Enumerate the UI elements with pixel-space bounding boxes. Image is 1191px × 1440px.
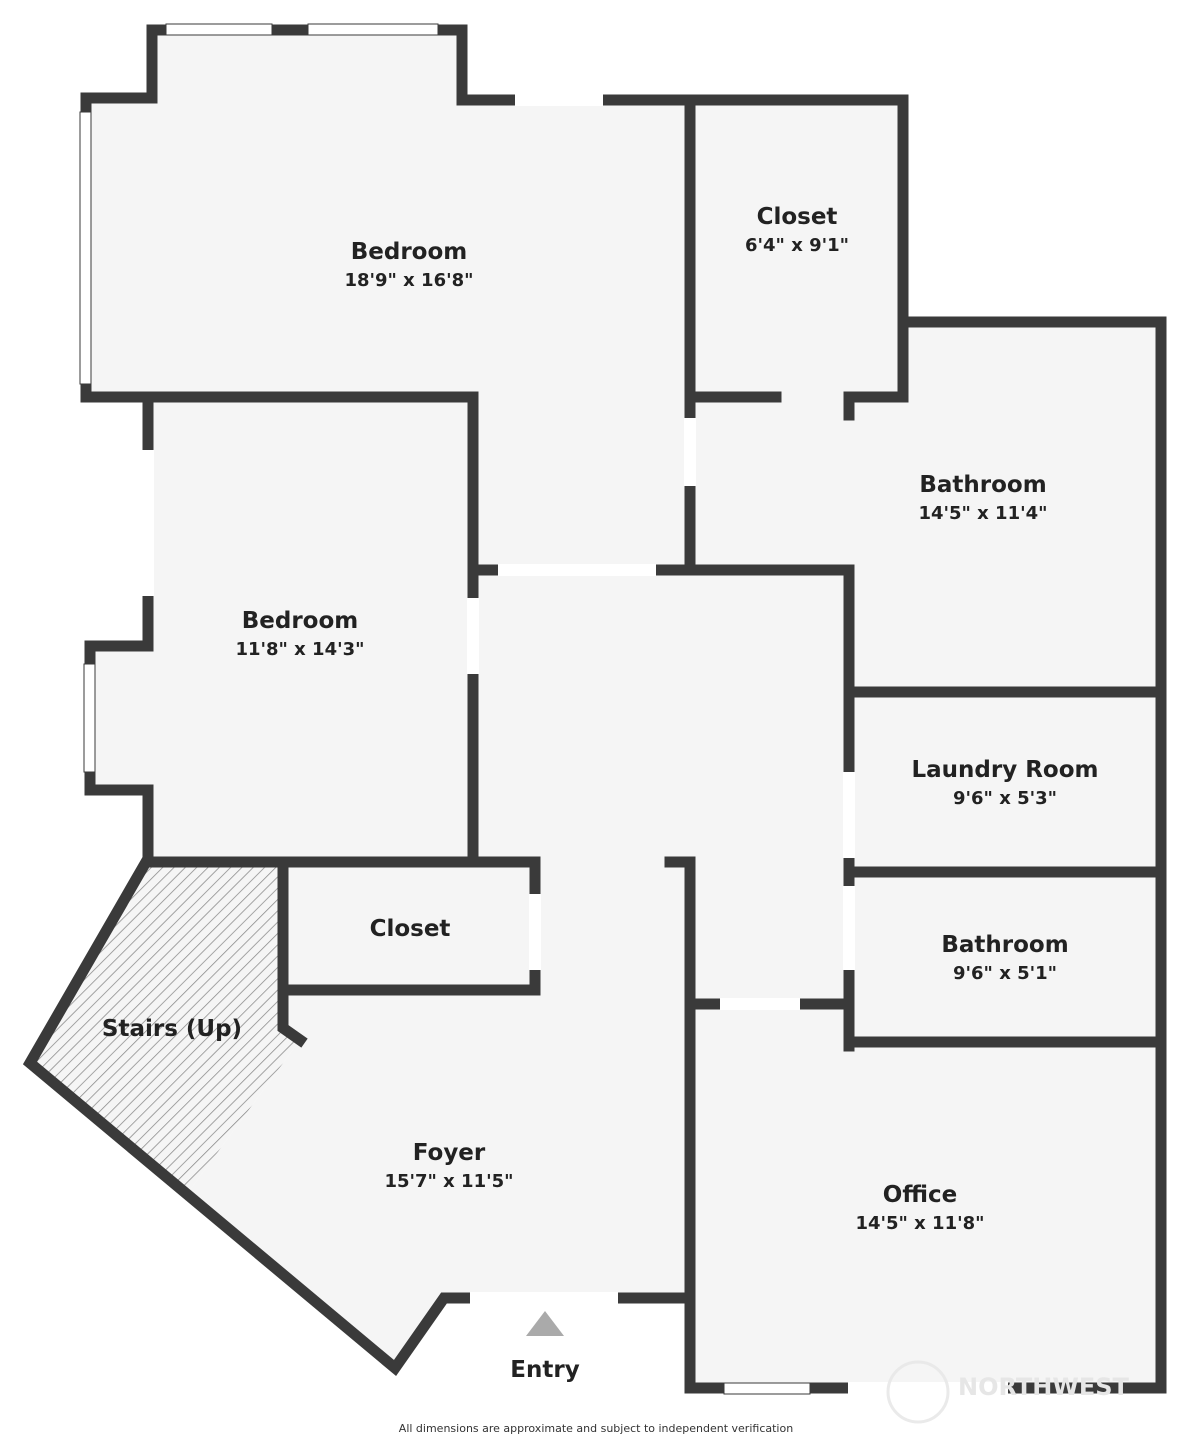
laundry-floor <box>849 692 1161 872</box>
bedroom-top-floor <box>86 30 690 566</box>
windows <box>79 23 811 1395</box>
room-name-bathroom-main: Bathroom <box>919 472 1046 498</box>
bedroom-mid-floor <box>90 397 473 862</box>
entry-label: Entry <box>510 1357 579 1383</box>
opening-closet-bath <box>684 418 696 486</box>
room-name-laundry: Laundry Room <box>911 757 1098 783</box>
watermark-text: NORTHWEST <box>958 1373 1130 1401</box>
opening-closet-small <box>529 894 541 970</box>
room-name-closet-small: Closet <box>370 916 451 942</box>
wall-stairs-inner <box>277 984 308 1048</box>
room-name-office: Office <box>883 1182 957 1208</box>
room-dims-bathroom-main: 14'5" x 11'4" <box>918 503 1047 524</box>
opening-bedroom-top-top <box>515 94 603 106</box>
opening-entry <box>470 1292 618 1304</box>
office-floor <box>690 1004 1161 1388</box>
window-bedroom-top-left <box>79 111 92 385</box>
room-name-stairs: Stairs (Up) <box>102 1016 242 1042</box>
window-bedroom-mid-left <box>83 663 96 773</box>
room-name-bathroom-small: Bathroom <box>941 932 1068 958</box>
closet-top-floor <box>690 100 903 397</box>
room-name-closet-top: Closet <box>757 204 838 230</box>
room-dims-bedroom-mid: 11'8" x 14'3" <box>235 639 364 660</box>
window-top-left <box>165 23 273 36</box>
opening-office-top <box>720 998 800 1010</box>
room-name-foyer: Foyer <box>413 1140 486 1166</box>
wall-bedroom-top-outer <box>80 24 696 403</box>
window-office-bottom <box>723 1382 811 1395</box>
room-labels: Bedroom 18'9" x 16'8" Closet 6'4" x 9'1"… <box>102 204 1099 1435</box>
floor-areas <box>86 30 1161 1388</box>
opening-bedroom-mid-right <box>467 598 479 674</box>
room-dims-foyer: 15'7" x 11'5" <box>384 1171 513 1192</box>
room-name-bedroom-top: Bedroom <box>351 239 468 265</box>
entry-arrow-icon <box>526 1311 564 1336</box>
foyer-floor <box>190 570 849 1368</box>
footer-note: All dimensions are approximate and subje… <box>399 1422 793 1435</box>
wall-bedroom-mid-outer <box>84 391 154 868</box>
bathroom-main-floor <box>690 322 1161 692</box>
window-top-right <box>307 23 439 36</box>
opening-bedroom-mid-left <box>142 450 154 596</box>
wall-closet-top <box>684 94 909 421</box>
room-name-bedroom-mid: Bedroom <box>242 608 359 634</box>
room-dims-closet-top: 6'4" x 9'1" <box>745 235 849 256</box>
stairs-hatch <box>30 866 300 1190</box>
opening-laundry <box>843 772 855 858</box>
room-dims-laundry: 9'6" x 5'3" <box>953 788 1057 809</box>
wall-bathroom-main-outer <box>897 316 1167 1394</box>
room-dims-bathroom-small: 9'6" x 5'1" <box>953 963 1057 984</box>
watermark-logo-icon <box>886 1360 950 1424</box>
opening-hall-top <box>498 564 656 576</box>
opening-bath-small <box>843 886 855 970</box>
room-dims-bedroom-top: 18'9" x 16'8" <box>344 270 473 291</box>
room-dims-office: 14'5" x 11'8" <box>855 1213 984 1234</box>
closet-small-floor <box>283 862 535 990</box>
